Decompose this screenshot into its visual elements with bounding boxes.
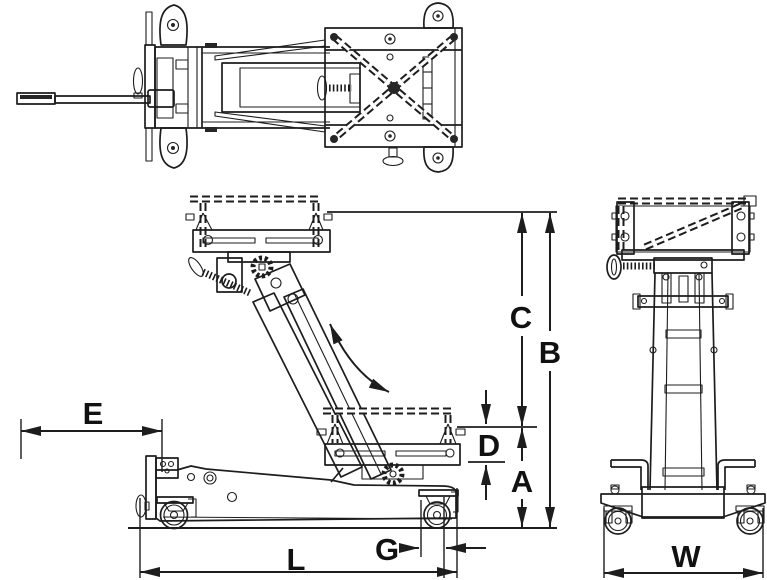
saddle-lowered-side-view xyxy=(316,407,466,486)
frame-rails-top-view xyxy=(202,39,361,133)
dim-label-l: L xyxy=(287,542,306,577)
front-caster-side-view xyxy=(156,496,197,530)
dim-label-c: C xyxy=(510,300,532,335)
left-caster-end-view xyxy=(603,505,633,535)
saddle-top-view xyxy=(324,2,463,173)
base-end-view xyxy=(600,484,766,519)
top-view-jack xyxy=(16,2,463,173)
lift-motion-arrow xyxy=(329,323,390,393)
column-end-view xyxy=(649,272,718,491)
handles-end-view xyxy=(610,459,756,490)
end-view-jack xyxy=(600,195,766,535)
dim-label-a: A xyxy=(511,464,533,499)
tilt-mechanism-side-view xyxy=(188,255,306,312)
saddle-end-view xyxy=(611,195,757,261)
dim-label-d: D xyxy=(478,428,500,463)
rear-caster-side-view xyxy=(418,489,459,529)
tilt-screw-end-view xyxy=(606,254,713,280)
dimension-lines: E C B D A G L W xyxy=(20,211,764,578)
dim-label-g: G xyxy=(375,532,399,567)
caster-plates-top-view xyxy=(145,4,188,169)
handle-top-view xyxy=(16,67,175,108)
adjuster-screw-top-view xyxy=(316,73,361,104)
dim-label-w: W xyxy=(671,539,701,574)
side-view-jack xyxy=(135,195,466,530)
saddle-raised-side-view xyxy=(185,195,333,263)
dim-label-b: B xyxy=(539,335,561,370)
dim-label-e: E xyxy=(83,396,104,431)
frame-front-top-view xyxy=(144,44,203,129)
chassis-side-view xyxy=(135,455,457,522)
right-caster-end-view xyxy=(735,505,765,535)
linkage-end-view xyxy=(632,272,734,310)
crossed-chains-top-view xyxy=(330,33,458,143)
